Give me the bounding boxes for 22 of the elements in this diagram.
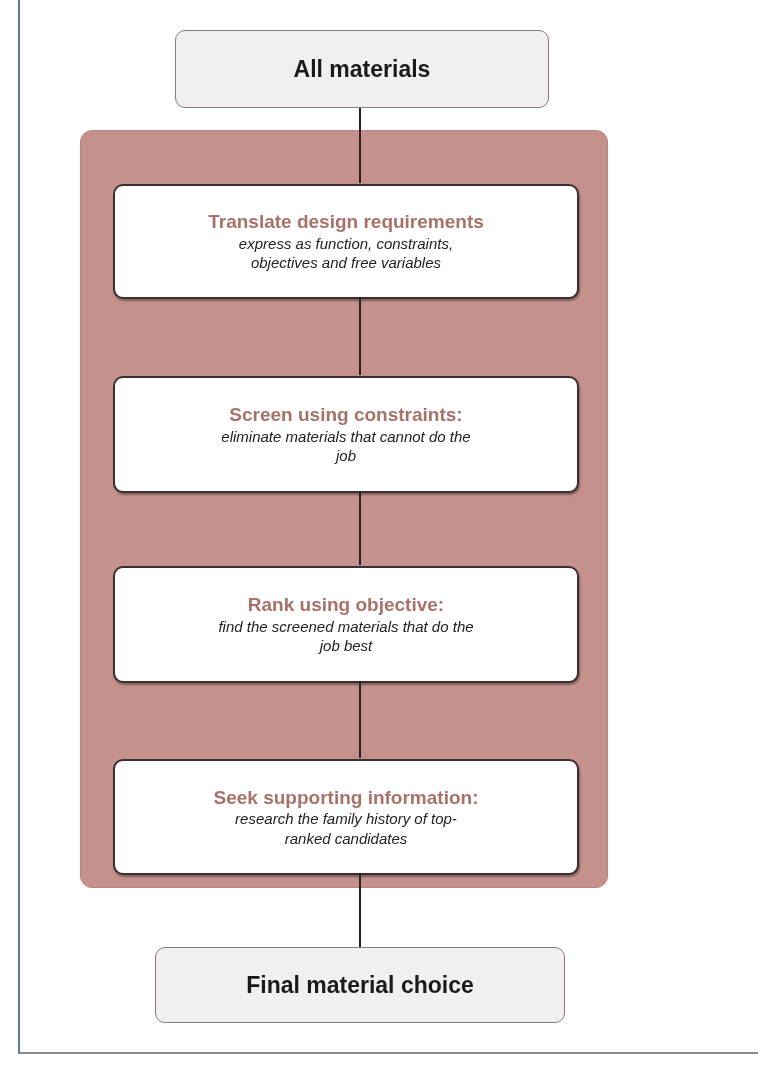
terminal-box: [175, 30, 549, 108]
process-box: [113, 566, 579, 683]
step-description: find the screened materials that do the job best: [217, 616, 475, 656]
step-description: eliminate materials that cannot do the job: [220, 426, 472, 466]
connector-line: [359, 297, 361, 376]
step-heading: Screen using constraints:: [229, 403, 463, 427]
process-box: [113, 184, 579, 299]
connector-line: [359, 107, 361, 184]
step-heading: Seek supporting information:: [213, 785, 479, 810]
connector-line: [359, 873, 361, 948]
terminal-box: [155, 947, 565, 1023]
process-box: [113, 376, 579, 493]
connector-line: [359, 681, 361, 759]
step-heading: Rank using objective:: [247, 593, 445, 617]
step-description: express as function, constraints, objectives and free variables: [237, 233, 455, 273]
step-heading: Final material choice: [246, 970, 474, 1000]
step-heading: All materials: [293, 54, 431, 84]
connector-line: [359, 491, 361, 566]
step-description: research the family history of top-ranked candidates: [234, 809, 458, 849]
group-panel: [80, 130, 608, 888]
process-box: [113, 759, 579, 875]
step-heading: Translate design requirements: [208, 210, 484, 234]
